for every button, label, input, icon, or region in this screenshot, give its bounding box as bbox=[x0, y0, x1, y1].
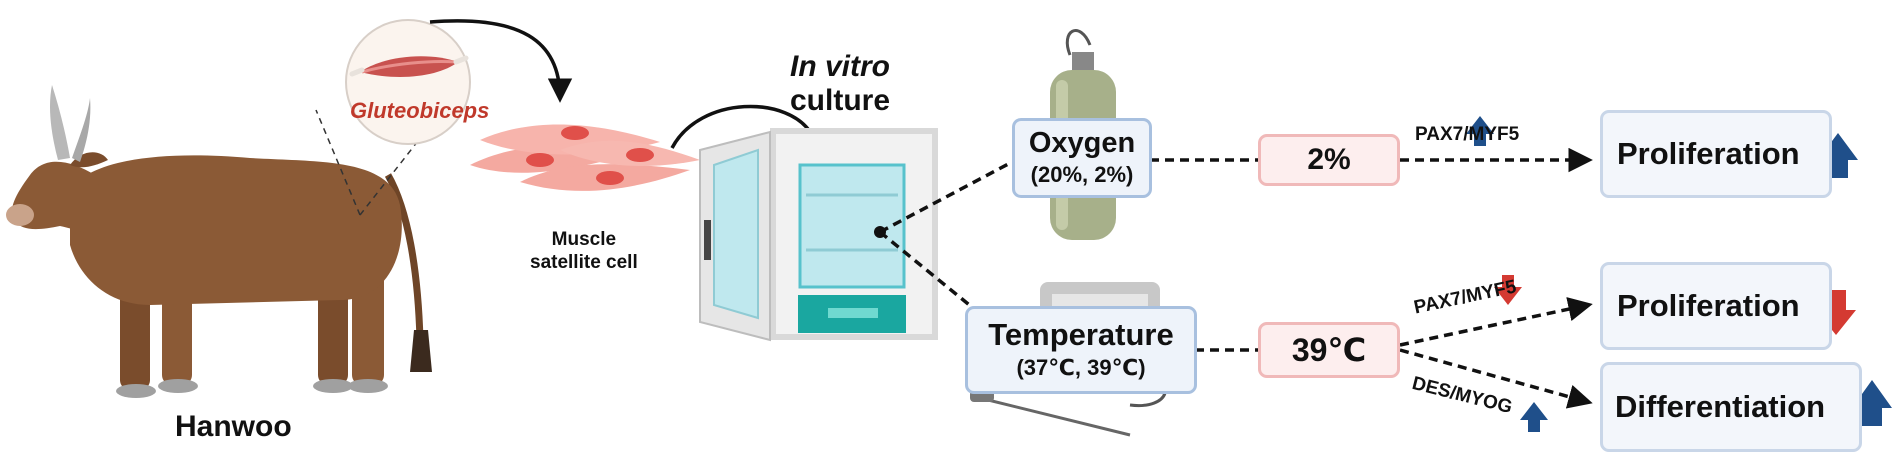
pax7-down-arrow-icon bbox=[1494, 275, 1522, 305]
satellite-cells-illustration bbox=[470, 124, 700, 191]
cow-illustration bbox=[6, 85, 432, 398]
hanwoo-label: Hanwoo bbox=[175, 410, 292, 443]
line-to-oxygen bbox=[879, 160, 1013, 234]
temperature-title: Temperature bbox=[988, 317, 1174, 352]
satellite-cell-label: Muscle satellite cell bbox=[530, 228, 638, 274]
outcome-proliferation-up: Proliferation bbox=[1600, 110, 1832, 198]
oxygen-level-box: 2% bbox=[1258, 134, 1400, 186]
temperature-condition-box: Temperature (37℃, 39℃) bbox=[965, 306, 1197, 394]
oxygen-title: Oxygen bbox=[1028, 127, 1136, 159]
oxygen-marker-label: PAX7/MYF5 bbox=[1415, 124, 1520, 145]
pax7-up-arrow-icon bbox=[1466, 116, 1494, 146]
des-myog-up-arrow-icon bbox=[1520, 402, 1548, 432]
line-39c-to-differentiation bbox=[1399, 348, 1593, 409]
satellite-cell-label-line2: satellite cell bbox=[530, 252, 638, 273]
zoom-line-left bbox=[315, 109, 361, 216]
culture-label: culture bbox=[790, 84, 891, 117]
incubator-illustration bbox=[699, 128, 938, 342]
differentiation-up-arrow-icon bbox=[1852, 380, 1892, 426]
outcome-proliferation-down: Proliferation bbox=[1600, 262, 1832, 350]
outcome-differentiation-up: Differentiation bbox=[1600, 362, 1862, 452]
temperature-values: (37℃, 39℃) bbox=[1016, 355, 1146, 380]
in-vitro-culture-label: In vitro culture bbox=[790, 50, 890, 118]
line-to-temperature bbox=[878, 230, 1002, 332]
gluteobiceps-label: Gluteobiceps bbox=[350, 98, 490, 123]
temperature-level-box: 39℃ bbox=[1258, 322, 1400, 378]
line-39c-to-proliferation bbox=[1399, 297, 1593, 347]
muscle-circle bbox=[345, 19, 471, 145]
satellite-cell-label-line1: Muscle bbox=[551, 229, 617, 250]
oxygen-values: (20%, 2%) bbox=[1030, 162, 1134, 187]
oxygen-condition-box: Oxygen (20%, 2%) bbox=[1012, 118, 1152, 198]
in-vitro-label: In vitro bbox=[790, 50, 891, 83]
arrow-to-cells bbox=[429, 19, 573, 103]
